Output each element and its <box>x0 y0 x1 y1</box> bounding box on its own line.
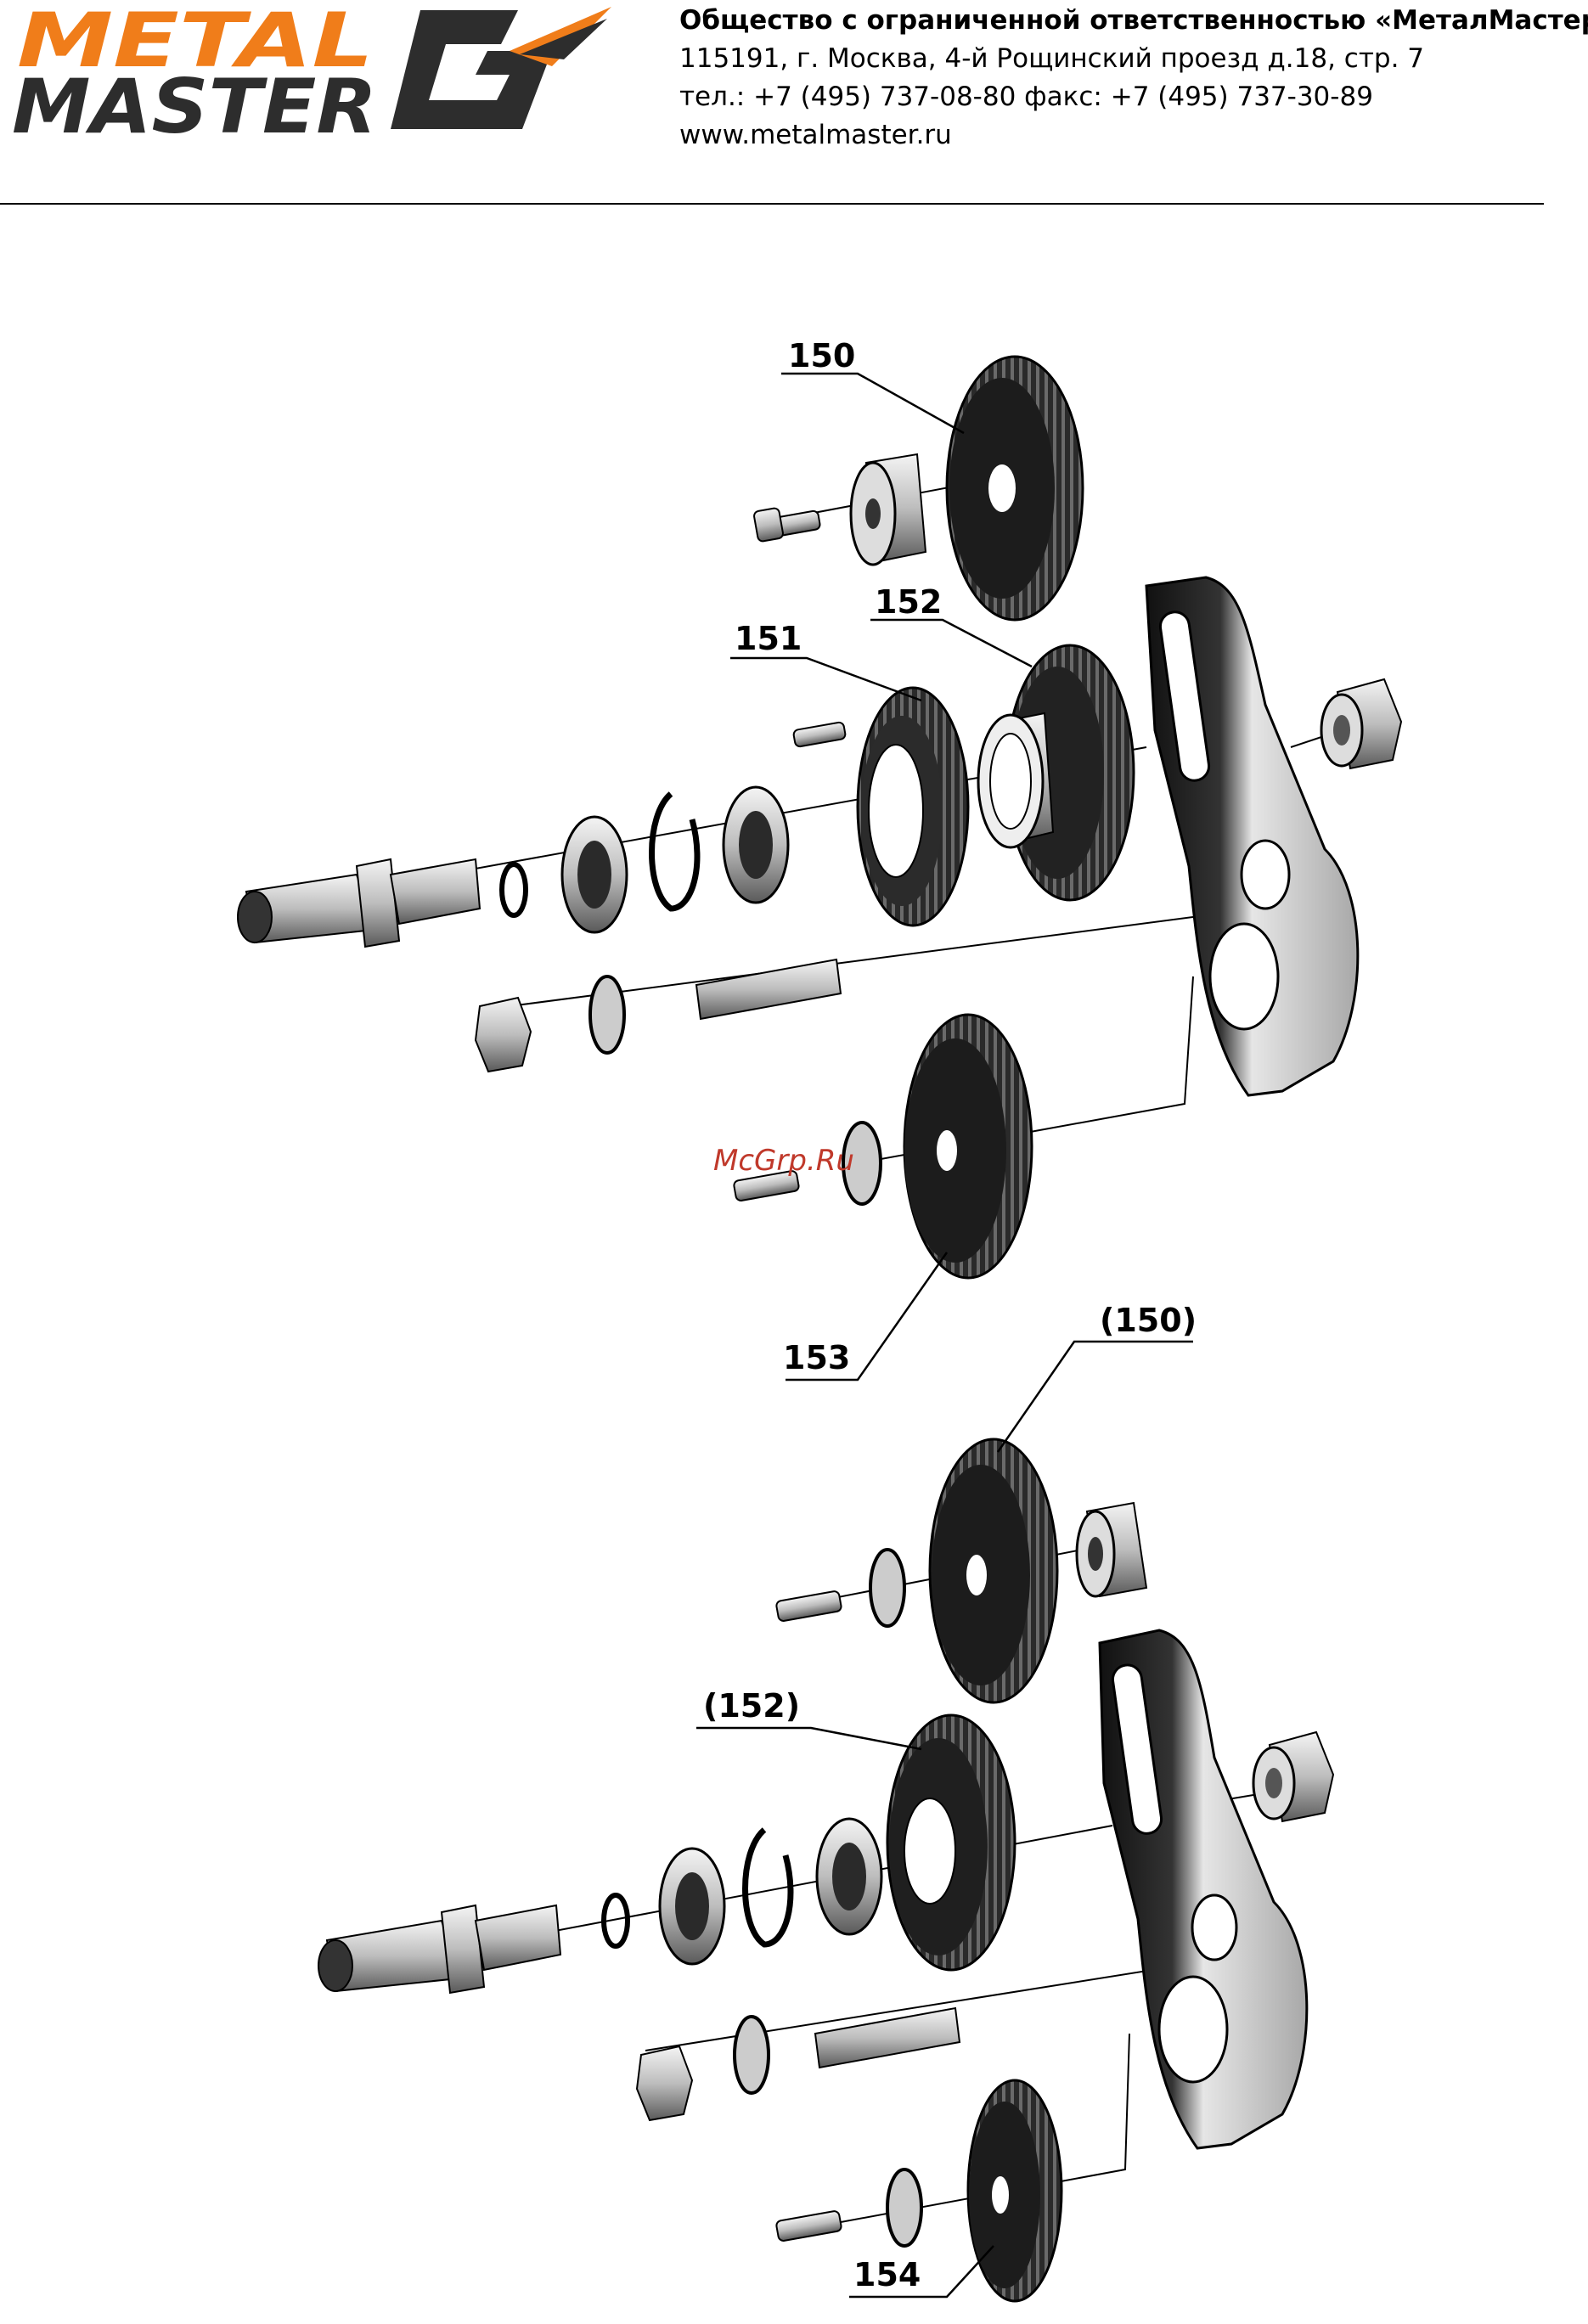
bearing <box>724 787 788 903</box>
screw <box>775 1590 842 1622</box>
callout-153: 153 <box>783 1339 850 1376</box>
washer <box>735 2017 769 2093</box>
watermark: McGrp.Ru <box>713 1144 854 1178</box>
callout-150-ref: (150) <box>1100 1302 1197 1339</box>
gear-154 <box>968 2080 1061 2301</box>
stud-pin <box>815 2008 960 2068</box>
stud-pin <box>696 959 841 1019</box>
washer <box>590 976 624 1053</box>
bushing <box>851 454 926 565</box>
nut <box>476 998 531 1072</box>
callout-151: 151 <box>735 620 802 657</box>
gear-153 <box>904 1015 1032 1278</box>
bearing <box>817 1819 881 1934</box>
shaft <box>238 859 480 947</box>
callout-154: 154 <box>853 2256 921 2293</box>
screw <box>775 2210 842 2242</box>
upper-assembly: 150 151 152 153 <box>238 337 1401 1380</box>
o-ring <box>502 864 526 915</box>
nut <box>1253 1732 1333 1821</box>
retaining-ring <box>652 794 697 909</box>
gear-150-ref <box>930 1439 1057 1702</box>
gear-150 <box>947 357 1083 620</box>
bearing <box>562 817 627 932</box>
screw <box>753 508 820 543</box>
nut <box>637 2046 692 2120</box>
lower-assembly: (150) (152) 154 <box>318 1302 1333 2301</box>
screw <box>793 722 847 747</box>
bearing <box>660 1849 724 1964</box>
callout-152-ref: (152) <box>703 1687 800 1725</box>
gear-152-ref <box>887 1715 1015 1970</box>
gear-151 <box>858 688 968 926</box>
callout-150: 150 <box>788 337 855 374</box>
callout-152: 152 <box>875 583 942 621</box>
shaft <box>318 1905 560 1993</box>
washer <box>887 2169 921 2246</box>
nut <box>1321 679 1401 768</box>
bushing <box>1077 1503 1146 1596</box>
gear-152 <box>978 645 1134 900</box>
washer <box>870 1550 904 1626</box>
